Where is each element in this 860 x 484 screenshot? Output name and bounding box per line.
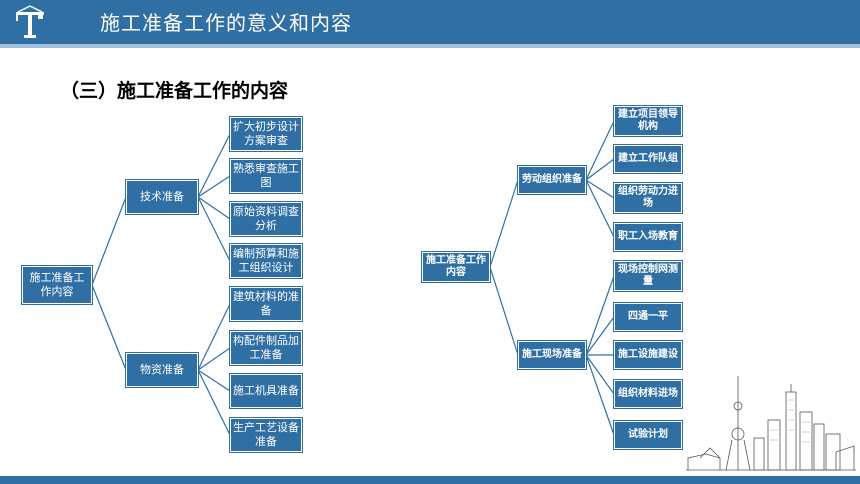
site-prep-node: 施工现场准备 — [518, 341, 586, 369]
labor-item-3: 组织劳动力进场 — [614, 183, 682, 213]
site-item-4: 组织材料进场 — [614, 380, 682, 408]
labor-item-4: 职工入场教育 — [614, 223, 682, 251]
tower-crane-icon — [16, 5, 44, 38]
labor-item-2: 建立工作队组 — [614, 145, 682, 173]
material-item-1: 建筑材料的准备 — [230, 287, 302, 321]
tech-prep-node: 技术准备 — [126, 180, 198, 214]
site-item-3: 施工设施建设 — [614, 341, 682, 369]
material-item-2: 构配件制品加工准备 — [230, 331, 302, 365]
labor-prep-node: 劳动组织准备 — [518, 166, 586, 194]
labor-item-1: 建立项目领导机构 — [614, 106, 682, 136]
header-bar: 施工准备工作的意义和内容 — [0, 0, 860, 44]
tech-item-2: 熟悉审查施工图 — [230, 159, 302, 193]
footer-bar — [0, 476, 860, 484]
material-prep-node: 物资准备 — [126, 353, 198, 387]
site-item-2: 四通一平 — [614, 303, 682, 331]
left-root-node: 施工准备工作内容 — [22, 266, 92, 304]
material-item-3: 施工机具准备 — [230, 374, 302, 408]
site-item-1: 现场控制网测量 — [614, 261, 682, 291]
tech-item-1: 扩大初步设计方案审查 — [230, 117, 302, 151]
header-divider — [0, 44, 860, 48]
tech-item-3: 原始资料调查分析 — [230, 202, 302, 236]
site-item-5: 试验计划 — [614, 421, 682, 449]
right-root-node: 施工准备工作内容 — [422, 252, 490, 282]
city-skyline-illustration — [686, 376, 856, 471]
material-item-4: 生产工艺设备准备 — [230, 418, 302, 452]
tech-item-4: 编制预算和施工组织设计 — [230, 244, 302, 278]
section-title: （三）施工准备工作的内容 — [60, 80, 289, 102]
page-title: 施工准备工作的意义和内容 — [100, 11, 352, 35]
